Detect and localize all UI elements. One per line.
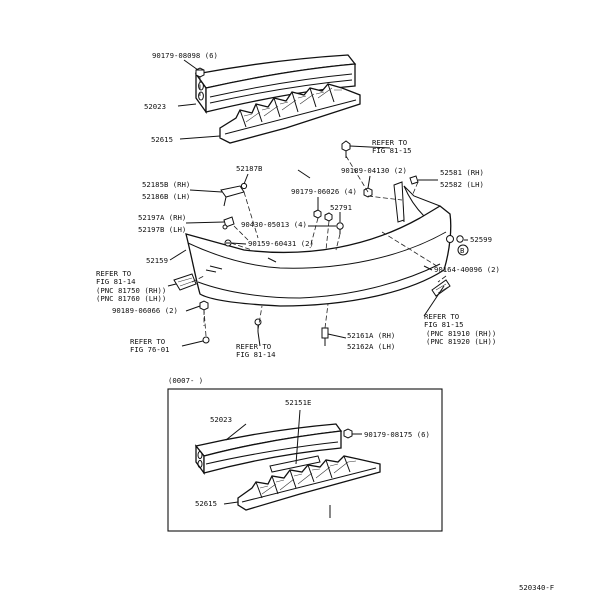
mudguard-bracket [431,279,451,297]
screw-icon [202,336,210,344]
label-refer-to-81-15-top: REFER TO [372,138,407,147]
label-pnc-81750: (PNC 81750 (RH)) [96,286,166,295]
label-leaders [169,103,311,261]
inset-energy-absorber [237,455,381,511]
label-fig-76-01: FIG 76-01 [130,345,170,354]
label-fig-81-15-top: FIG 81-15 [372,146,412,155]
bolt-icon [199,300,209,311]
label-52161a: 52161A (RH) [347,331,395,340]
label-52159: 52159 [146,256,168,265]
label-52582: 52582 (LH) [440,180,484,189]
label-52185b: 52185B (RH) [142,180,190,189]
label-inset-range: (0007- ) [168,376,203,385]
label-90189-06066: 90189-06066 (2) [112,306,178,315]
label-52197a: 52197A (RH) [138,213,186,222]
label-inset-90179-08175: 90179-08175 (6) [364,430,430,439]
label-52615: 52615 [151,135,173,144]
reflector-left [173,273,197,291]
label-90164-40096: 90164-40096 (2) [434,265,500,274]
clip-52581 [409,175,419,185]
label-fig-81-15-right: FIG 81-15 [424,320,464,329]
label-refer-to-81-15-right: REFER TO [424,312,459,321]
label-90159-60431: 90159-60431 (2) [248,239,314,248]
label-90179-08098: 90179-08098 (6) [152,51,218,60]
energy-absorber-top [219,83,361,144]
part-labels: 90179-08098 (6) 52023 52615 REFER TO FIG… [96,51,554,592]
label-52162a: 52162A (LH) [347,342,395,351]
label-pointer-lines [167,59,468,347]
label-52197b: 52197B (LH) [138,225,186,234]
screw-icon [224,239,232,247]
label-fig-81-14-left: FIG 81-14 [96,277,136,286]
inset-box [167,388,443,532]
nut-icon [313,209,322,219]
clip-52161 [321,327,329,346]
clip-52599 [446,235,464,243]
grommet-icon [336,222,344,234]
label-refer-to-76-01: REFER TO [130,337,165,346]
bumper-reinforcement-top [194,54,357,115]
label-refer-to-81-14-left: REFER TO [96,269,131,278]
label-52023: 52023 [144,102,166,111]
nut-icon [343,428,362,439]
inset-leaders [223,409,331,518]
label-52581: 52581 (RH) [440,168,484,177]
label-inset-52615: 52615 [195,499,217,508]
label-52186b: 52186B (LH) [142,192,190,201]
label-fig-81-14-bottom: FIG 81-14 [236,350,276,359]
label-refer-to-81-14-bottom: REFER TO [236,342,271,351]
screw-icon [254,318,262,332]
retainer-bracket [220,182,248,207]
label-pnc-81910: (PNC 81910 (RH)) [426,329,496,338]
label-inset-52151e: 52151E [285,398,311,407]
bumper-cover [185,185,452,307]
label-90189-04130: 90189-04130 (2) [341,166,407,175]
label-pnc-81760: (PNC 81760 (LH)) [96,294,166,303]
nut-icon [363,187,373,198]
label-90179-06026: 90179-06026 (4) [291,187,357,196]
label-90430-05013: 90430-05013 (4) [241,220,307,229]
marker-b: B [457,244,469,256]
figure-code: 520340-F [519,583,554,592]
bolt-icon [341,140,351,158]
label-52791: 52791 [330,203,352,212]
label-52599: 52599 [470,235,492,244]
inset-reinforcement [194,423,343,475]
inset-spacer-52151e [269,455,321,473]
label-inset-52023: 52023 [210,415,232,424]
nut-icon [324,212,333,222]
clip-52197 [222,216,235,230]
side-bracket-upper [393,181,405,223]
label-52187b: 52187B [236,164,263,173]
marker-b-text: B [460,246,465,255]
label-pnc-81920: (PNC 81920 (LH)) [426,337,496,346]
